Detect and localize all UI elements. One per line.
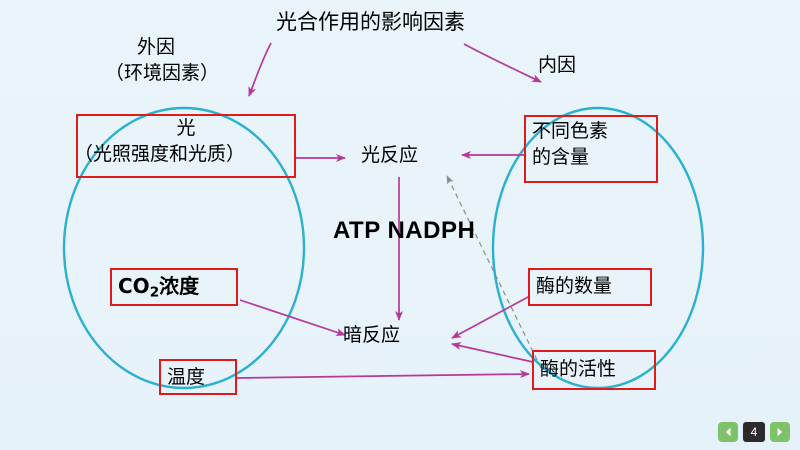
enzyme-activity-label: 酶的活性: [540, 358, 617, 380]
co2-prefix: CO: [118, 274, 150, 298]
pigment-content-line1: 不同色素: [532, 120, 609, 142]
light-factor-line1: 光: [176, 117, 196, 139]
diagram-title: 光合作用的影响因素: [276, 10, 465, 34]
slide-navigation: 4: [718, 422, 790, 442]
light-factor-box: 光 （光照强度和光质）: [74, 114, 296, 178]
co2-concentration-label: CO2浓度: [118, 275, 199, 301]
arrow-title-to-external: [248, 42, 272, 97]
pigment-content-box: 不同色素 的含量: [524, 115, 658, 183]
dashed-arrow-enzyme-activity-to-light-reaction: [446, 175, 542, 369]
chevron-left-icon[interactable]: [718, 422, 738, 442]
enzyme-amount-label: 酶的数量: [536, 275, 613, 297]
light-factor-line2: （光照强度和光质）: [74, 143, 246, 165]
dark-reaction-node: 暗反应: [343, 324, 401, 346]
arrow-co2-to-dark-reaction: [239, 299, 346, 336]
enzyme-amount-box: 酶的数量: [528, 268, 652, 306]
external-factors-label-line2: （环境因素）: [105, 62, 220, 84]
arrow-temperature-to-enzyme-activity: [236, 370, 530, 379]
temperature-label: 温度: [167, 366, 206, 388]
arrow-title-to-internal: [463, 43, 542, 83]
co2-suffix: 浓度: [159, 274, 200, 298]
light-reaction-node: 光反应: [361, 144, 419, 166]
enzyme-activity-box: 酶的活性: [532, 350, 656, 390]
page-number: 4: [743, 422, 765, 442]
pigment-content-line2: 的含量: [532, 146, 590, 168]
arrow-enzyme-amount-to-dark-reaction: [451, 295, 531, 339]
co2-concentration-box: CO2浓度: [110, 268, 238, 306]
external-factors-label-line1: 外因: [137, 36, 176, 58]
atp-nadph-label: ATP NADPH: [333, 217, 476, 244]
temperature-box: 温度: [159, 359, 237, 395]
arrow-enzyme-activity-to-dark-reaction: [451, 342, 534, 363]
chevron-right-icon[interactable]: [770, 422, 790, 442]
internal-factors-label: 内因: [538, 54, 577, 76]
co2-subscript: 2: [149, 284, 160, 301]
